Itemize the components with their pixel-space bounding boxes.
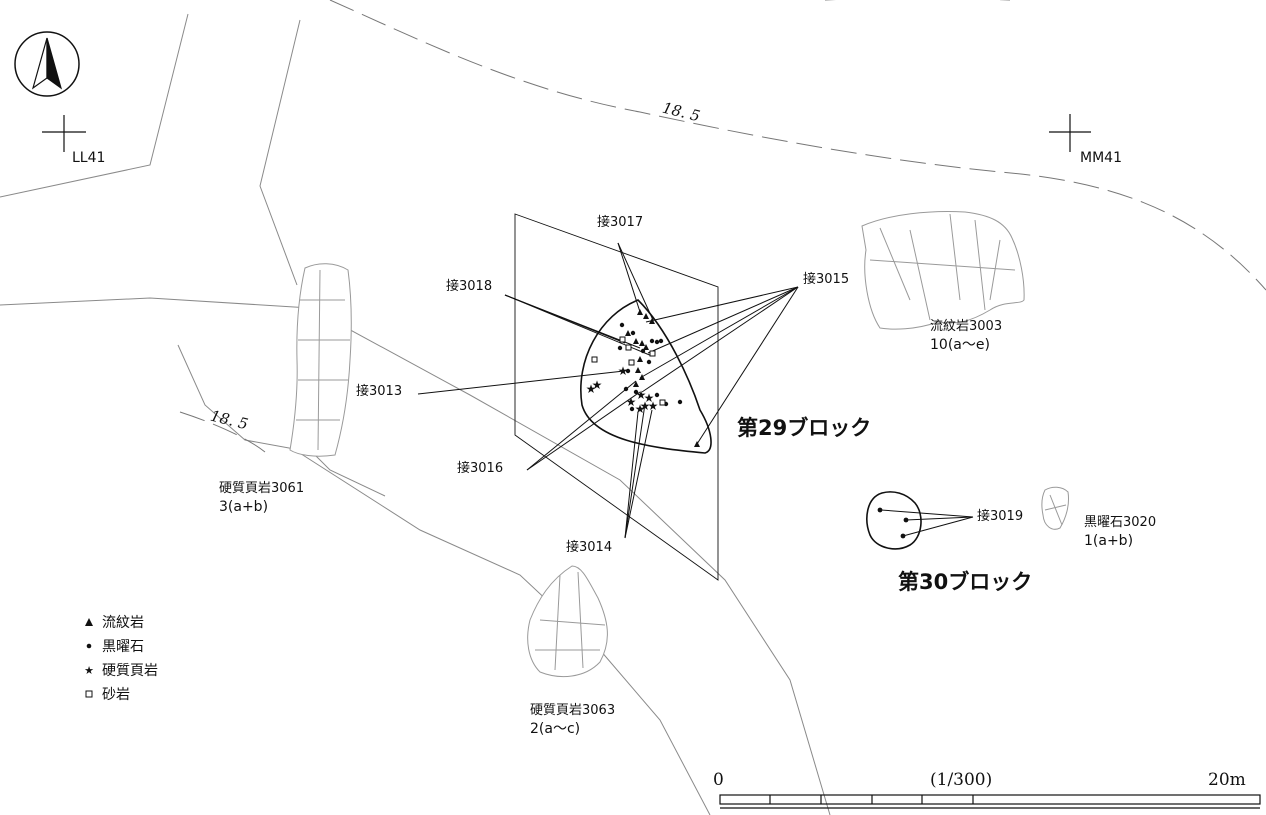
excavation-area <box>514 213 719 581</box>
block-29-outline <box>580 299 712 454</box>
artifact-3061-count: 3(a+b) <box>219 499 269 515</box>
refit-label-3013: 接3013 <box>356 384 403 399</box>
refit-label-3018: 接3018 <box>446 279 493 294</box>
svg-text:★: ★ <box>636 388 647 402</box>
refit-label-3016: 接3016 <box>457 461 504 476</box>
artifact-drawing-3063 <box>527 565 608 678</box>
refit-label-3017: 接3017 <box>597 215 644 230</box>
block-30-label: 第30ブロック <box>898 570 1033 594</box>
refit-label-3014: 接3014 <box>566 540 613 555</box>
svg-text:★: ★ <box>618 364 629 378</box>
svg-text:★: ★ <box>84 665 94 675</box>
scale-end-label: 20m <box>1208 770 1246 790</box>
refit-label-3015: 接3015 <box>803 272 850 287</box>
legend-item-sandstone: 砂岩 <box>84 682 158 706</box>
artifact-3003-name: 流紋岩3003 <box>930 319 1003 334</box>
square-icon <box>85 690 93 698</box>
artifact-3063-name: 硬質頁岩3063 <box>530 703 616 718</box>
triangle-icon <box>85 618 93 626</box>
svg-text:★: ★ <box>626 395 637 409</box>
legend-item-rhyolite: 流紋岩 <box>84 610 158 634</box>
legend-item-obsidian: 黒曜石 <box>84 634 158 658</box>
grid-label-ll41: LL41 <box>72 150 106 166</box>
artifact-3003-count: 10(a〜e) <box>930 337 990 353</box>
svg-text:★: ★ <box>640 399 651 413</box>
svg-text:★: ★ <box>644 391 655 405</box>
legend-item-shale: ★ 硬質頁岩 <box>84 658 158 682</box>
artifact-3020-count: 1(a+b) <box>1084 533 1134 549</box>
shale-points: ★ ★ ★ ★ ★ ★ ★ ★ ★ <box>586 364 659 416</box>
legend-label: 黒曜石 <box>102 639 144 655</box>
grid-cross-ll41 <box>42 115 86 152</box>
rhyolite-points <box>625 309 700 447</box>
artifact-3063-count: 2(a〜c) <box>530 721 581 737</box>
refit-label-3019: 接3019 <box>977 509 1024 524</box>
legend-label: 流紋岩 <box>102 615 144 631</box>
svg-text:★: ★ <box>635 402 646 416</box>
artifact-drawing-3061 <box>289 263 352 457</box>
artifact-3020-name: 黒曜石3020 <box>1084 515 1157 530</box>
legend: 流紋岩 黒曜石 ★ 硬質頁岩 砂岩 <box>84 610 158 706</box>
artifact-drawing-3020 <box>1041 486 1069 530</box>
legend-label: 硬質頁岩 <box>102 663 158 679</box>
scale-bar <box>719 794 1261 809</box>
north-arrow-icon <box>14 31 80 97</box>
contour-lines <box>179 0 1266 453</box>
obsidian-points <box>617 322 909 539</box>
grid-label-mm41: MM41 <box>1080 150 1122 166</box>
star-icon: ★ <box>84 665 94 675</box>
svg-text:★: ★ <box>586 382 597 396</box>
scale-ratio-label: (1/300) <box>930 770 993 790</box>
dot-icon <box>86 643 92 649</box>
grid-cross-mm41 <box>1049 114 1091 152</box>
svg-text:★: ★ <box>648 399 659 413</box>
artifact-drawing-3003 <box>861 211 1025 330</box>
sandstone-points <box>591 336 666 406</box>
legend-label: 砂岩 <box>102 687 130 703</box>
artifact-3061-name: 硬質頁岩3061 <box>219 481 305 496</box>
scale-start-label: 0 <box>713 770 724 790</box>
block-30-outline <box>866 491 922 550</box>
refit-lines <box>417 242 974 539</box>
block-29-label: 第29ブロック <box>737 416 872 440</box>
svg-text:★: ★ <box>592 378 603 392</box>
